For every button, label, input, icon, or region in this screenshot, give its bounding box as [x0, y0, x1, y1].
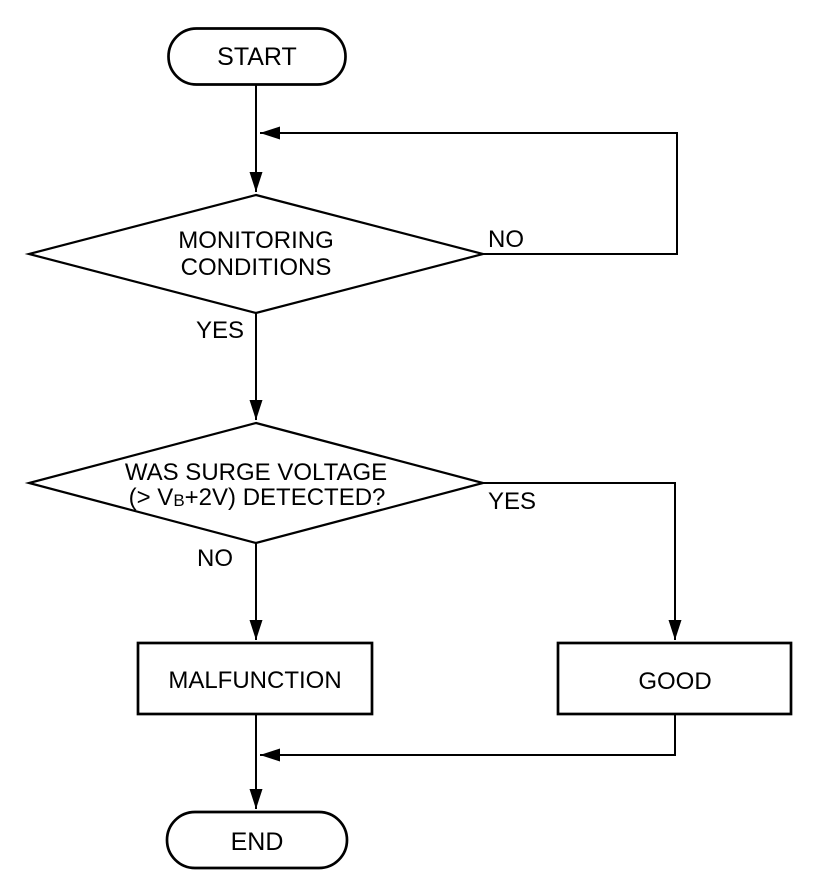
- surge-voltage-label-line2-subscript: B: [173, 491, 184, 510]
- surge-voltage-label-line2-suffix: +2V) DETECTED?: [185, 484, 386, 511]
- label-surge-no: NO: [197, 545, 233, 572]
- malfunction-label: MALFUNCTION: [168, 667, 341, 694]
- surge-voltage-label-line2-prefix: (> V: [129, 484, 174, 511]
- end-shape: [165, 810, 349, 870]
- monitoring-conditions-decision: MONITORING CONDITIONS: [24, 193, 488, 315]
- good-node: GOOD: [556, 641, 793, 716]
- start-shape: [167, 27, 347, 86]
- edge-surge-yes-to-good: [483, 482, 682, 640]
- monitoring-conditions-label-line2: CONDITIONS: [181, 254, 332, 281]
- label-monitoring-no: NO: [488, 226, 524, 253]
- surge-voltage-label-line2: (> VB+2V) DETECTED?: [129, 484, 386, 511]
- monitoring-conditions-shape: [24, 193, 488, 315]
- start-node: START: [167, 27, 347, 86]
- start-label: START: [217, 43, 297, 71]
- end-label: END: [231, 828, 284, 856]
- edge-good-to-end: [260, 714, 676, 762]
- good-label: GOOD: [638, 668, 711, 695]
- surge-voltage-decision: WAS SURGE VOLTAGE (> VB+2V) DETECTED?: [24, 421, 488, 545]
- label-surge-yes: YES: [488, 488, 536, 515]
- malfunction-node: MALFUNCTION: [136, 641, 374, 716]
- surge-voltage-label-line1: WAS SURGE VOLTAGE: [125, 459, 387, 486]
- malfunction-shape: [136, 641, 374, 716]
- surge-voltage-shape: [24, 421, 488, 545]
- good-shape: [556, 641, 793, 716]
- edge-monitoring-no-loop: [260, 126, 678, 255]
- end-node: END: [165, 810, 349, 870]
- monitoring-conditions-label-line1: MONITORING: [178, 227, 334, 254]
- label-monitoring-yes: YES: [196, 317, 244, 344]
